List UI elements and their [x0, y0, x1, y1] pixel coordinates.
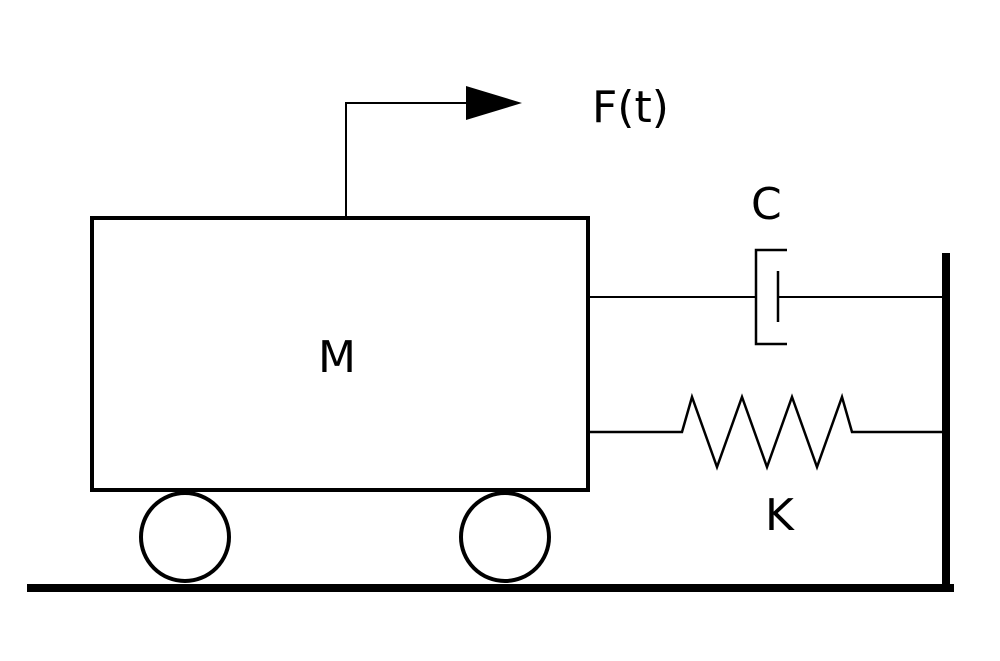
damper-cylinder	[754, 248, 787, 346]
force-arrowhead	[466, 86, 522, 120]
wheel-right	[459, 491, 551, 583]
wheel-left	[139, 491, 231, 583]
spring-label: K	[765, 490, 795, 541]
mass-label: M	[318, 332, 356, 383]
mass-block	[90, 216, 590, 492]
spring	[588, 392, 946, 471]
damper-label: C	[751, 179, 782, 230]
force-arrow-line	[345, 102, 470, 218]
force-label: F(t)	[592, 82, 669, 133]
